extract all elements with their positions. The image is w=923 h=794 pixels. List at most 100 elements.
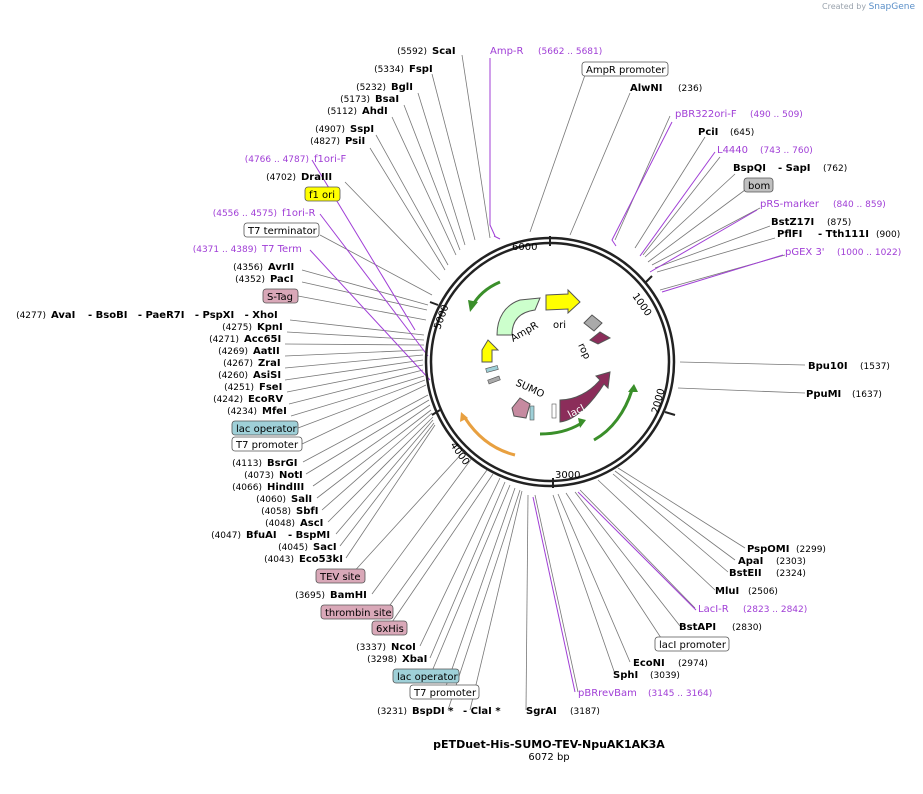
pos-pgex3: (1000 .. 1022) xyxy=(837,248,901,258)
pos-asisi: (4260) xyxy=(218,371,248,381)
label-paci[interactable]: PacI xyxy=(270,274,293,285)
label-bsai[interactable]: BsaI xyxy=(375,94,399,105)
label-asisi[interactable]: AsiSI xyxy=(253,370,281,381)
label-fspi[interactable]: FspI xyxy=(409,64,433,75)
pos-f1ori-f: (4766 .. 4787) xyxy=(245,155,309,165)
label-pcii[interactable]: PciI xyxy=(698,127,718,138)
label-ampr-promoter[interactable]: AmpR promoter xyxy=(586,65,666,76)
label-mlui[interactable]: MluI xyxy=(715,586,739,597)
label-tev-site[interactable]: TEV site xyxy=(319,572,361,583)
label-fsei[interactable]: FseI xyxy=(259,382,282,393)
label-ecorv[interactable]: EcoRV xyxy=(248,394,283,405)
label-avai-isoschizomers[interactable]: - BsoBI - PaeR7I - PspXI - XhoI xyxy=(88,310,278,321)
label-sali[interactable]: SalI xyxy=(291,494,312,505)
label-prs-marker[interactable]: pRS-marker xyxy=(760,199,820,210)
label-bsrgi[interactable]: BsrGI xyxy=(267,458,297,469)
label-bpu10i[interactable]: Bpu10I xyxy=(808,361,848,372)
label-pspomi[interactable]: PspOMI xyxy=(747,544,789,555)
label-sphi[interactable]: SphI xyxy=(613,670,638,681)
label-ncoi[interactable]: NcoI xyxy=(391,642,416,653)
label-draiii[interactable]: DraIII xyxy=(301,172,332,183)
label-zrai[interactable]: ZraI xyxy=(258,358,281,369)
label-econi[interactable]: EcoNI xyxy=(633,658,665,669)
pos-ppumi: (1637) xyxy=(852,390,882,400)
label-scai[interactable]: ScaI xyxy=(432,46,456,57)
label-laci-promoter[interactable]: lacI promoter xyxy=(659,640,727,651)
pos-pflfi: (900) xyxy=(876,230,900,240)
feature-sumo[interactable]: SUMO xyxy=(511,378,546,419)
pos-scai: (5592) xyxy=(397,47,427,57)
label-sbfi[interactable]: SbfI xyxy=(296,506,318,517)
label-6xhis[interactable]: 6xHis xyxy=(376,624,404,635)
orientation-arrows xyxy=(463,280,634,457)
label-pflfi[interactable]: PflFI xyxy=(777,229,802,240)
label-ppumi[interactable]: PpuMI xyxy=(806,389,841,400)
label-psii[interactable]: PsiI xyxy=(345,136,365,147)
label-sgrai[interactable]: SgrAI xyxy=(526,706,557,717)
label-t7-term[interactable]: T7 Term xyxy=(261,244,302,255)
pos-sgrai: (3187) xyxy=(570,707,600,717)
label-bstapi[interactable]: BstAPI xyxy=(679,622,716,633)
label-noti[interactable]: NotI xyxy=(279,470,303,481)
label-aatii[interactable]: AatII xyxy=(253,346,280,357)
label-asci[interactable]: AscI xyxy=(300,518,323,529)
label-avai[interactable]: AvaI xyxy=(51,310,75,321)
pos-prs-marker: (840 .. 859) xyxy=(833,200,886,210)
plasmid-length: 6072 bp xyxy=(528,752,570,763)
label-l4440[interactable]: L4440 xyxy=(717,145,748,156)
pos-xbai: (3298) xyxy=(367,655,397,665)
label-alwni[interactable]: AlwNI xyxy=(630,83,663,94)
label-clai[interactable]: - ClaI * xyxy=(463,706,501,717)
label-hindiii[interactable]: HindIII xyxy=(267,482,304,493)
feature-ori[interactable]: ori xyxy=(545,288,581,331)
label-ahdi[interactable]: AhdI xyxy=(362,106,388,117)
label-thrombin-site[interactable]: thrombin site xyxy=(325,608,392,619)
feature-rop[interactable]: rop xyxy=(575,314,612,361)
label-bfuai[interactable]: BfuAI xyxy=(246,530,277,541)
pos-ncoi: (3337) xyxy=(356,643,386,653)
label-amp-r[interactable]: Amp-R xyxy=(490,46,524,57)
label-sapi[interactable]: - SapI xyxy=(778,163,810,174)
label-t7-terminator-top[interactable]: T7 terminator xyxy=(247,226,318,237)
feature-laci[interactable]: lacI xyxy=(559,371,611,423)
label-bstz17i[interactable]: BstZ17I xyxy=(771,217,814,228)
pos-ecorv: (4242) xyxy=(213,395,243,405)
label-t7-promoter-bottom[interactable]: T7 promoter xyxy=(413,688,477,699)
label-bspdi[interactable]: BspDI * xyxy=(412,706,454,717)
pos-sphi: (3039) xyxy=(650,671,680,681)
label-t7-promoter-top[interactable]: T7 promoter xyxy=(235,440,299,451)
feature-ampr[interactable]: AmpR xyxy=(496,297,541,345)
label-f1ori-r[interactable]: f1ori-R xyxy=(282,208,315,219)
label-bom[interactable]: bom xyxy=(748,181,770,192)
label-avrii[interactable]: AvrII xyxy=(268,262,294,273)
label-sspi[interactable]: SspI xyxy=(350,124,374,135)
pos-saci: (4045) xyxy=(278,543,308,553)
pos-draiii: (4702) xyxy=(266,173,296,183)
label-mfei[interactable]: MfeI xyxy=(262,406,287,417)
label-f1-ori[interactable]: f1 ori xyxy=(309,190,335,201)
label-laci-r[interactable]: LacI-R xyxy=(698,604,729,615)
pos-avai: (4277) xyxy=(16,311,46,321)
label-eco53ki[interactable]: Eco53kI xyxy=(299,554,343,565)
label-xbai[interactable]: XbaI xyxy=(402,654,427,665)
label-pbr322ori-f[interactable]: pBR322ori-F xyxy=(675,109,737,120)
label-pgex3[interactable]: pGEX 3' xyxy=(785,247,825,258)
label-apai[interactable]: ApaI xyxy=(738,556,763,567)
label-bspqi[interactable]: BspQI xyxy=(733,163,766,174)
label-tth111i[interactable]: - Tth111I xyxy=(818,229,869,240)
label-saci[interactable]: SacI xyxy=(313,542,337,553)
label-lac-operator-bottom[interactable]: lac operator xyxy=(397,672,458,683)
label-bspmi[interactable]: - BspMI xyxy=(288,530,330,541)
label-bamhi[interactable]: BamHI xyxy=(330,590,367,601)
pos-avrii: (4356) xyxy=(233,263,263,273)
pos-paci: (4352) xyxy=(235,275,265,285)
label-kpni[interactable]: KpnI xyxy=(257,322,283,333)
label-f1ori-f[interactable]: f1ori-F xyxy=(314,154,346,165)
label-bsteii[interactable]: BstEII xyxy=(729,568,762,579)
label-bgli[interactable]: BglI xyxy=(391,82,413,93)
label-pbrrevbam[interactable]: pBRrevBam xyxy=(578,688,637,699)
label-acc65i[interactable]: Acc65I xyxy=(244,334,281,345)
label-s-tag[interactable]: S-Tag xyxy=(267,292,293,303)
label-lac-operator-top[interactable]: lac operator xyxy=(236,424,297,435)
